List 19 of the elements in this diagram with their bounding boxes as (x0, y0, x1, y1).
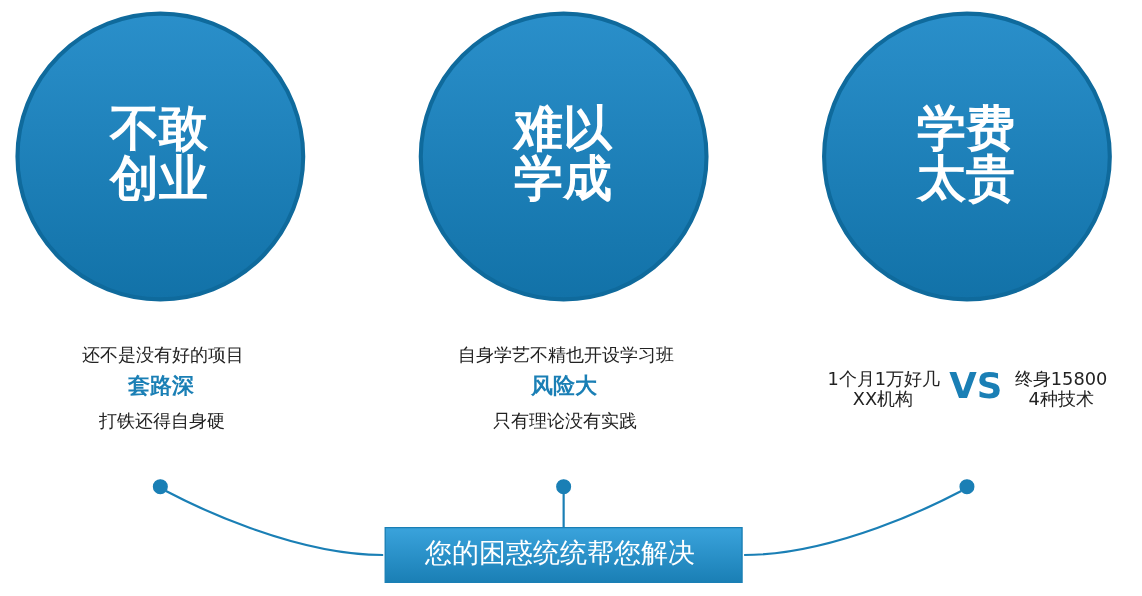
node-label: 打铁还得自身硬 (99, 411, 225, 432)
node-circle (152, 479, 168, 495)
connector (562, 493, 565, 528)
node-label: 风险大 (530, 373, 597, 399)
node-label: 还不是没有好的项目 (81, 345, 244, 366)
connector (743, 490, 962, 557)
node-circle: 难以学成 (418, 11, 709, 302)
node-label: 只有理论没有实践 (492, 411, 637, 432)
node-label: VS (948, 364, 1002, 406)
node-label: 1个月1万好几 XX机构 (827, 369, 940, 409)
node-circle: 不敢创业 (14, 11, 305, 302)
connector (165, 490, 383, 557)
node-box: 您的困惑统统帮您解决 (384, 527, 743, 584)
node-label: 套路深 (127, 373, 194, 399)
node-circle (958, 479, 974, 495)
node-circle: 学费太贵 (821, 11, 1112, 302)
node-label: 终身15800 4种技术 (1014, 369, 1107, 409)
node-label: 自身学艺不精也开设学习班 (457, 345, 674, 366)
node-circle (555, 479, 571, 495)
